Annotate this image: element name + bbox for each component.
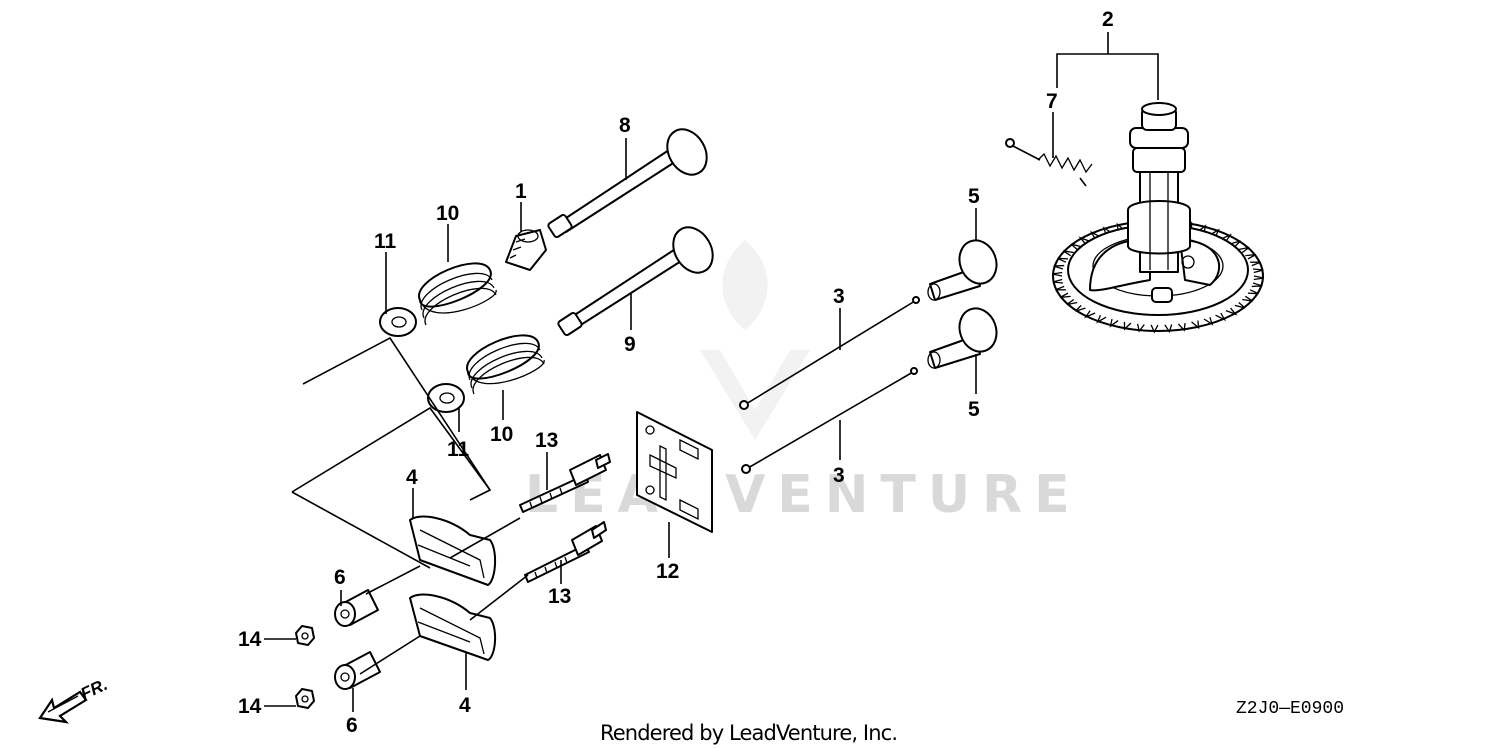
callout-4-lower: 4 [459,694,471,717]
gear-tooth [1083,310,1096,319]
callout-2: 2 [1102,8,1114,31]
gear-tooth [1150,324,1159,334]
push-rod-upper [739,296,920,410]
valve-retainer-lower [427,383,465,413]
gear-tooth [1177,322,1186,332]
callout-3-upper: 3 [833,285,845,308]
gear-tooth [1215,312,1227,322]
gear-tooth [1250,261,1261,267]
valve-lifter-upper [927,239,998,301]
gear-tooth [1055,285,1066,291]
callout-14-upper: 14 [238,628,262,651]
gear-tooth [1220,233,1233,242]
gear-tooth [1109,318,1119,328]
callout-10-lower: 10 [490,423,513,446]
front-arrow-icon: FR. [38,675,111,724]
diagram-code: Z2J0—E0900 [1236,699,1344,719]
credit-text: Rendered by LeadVenture, Inc. [600,721,898,745]
cam-shaft [1127,102,1191,273]
callout-13-lower: 13 [548,585,571,608]
rocker-arm-upper [409,515,496,586]
decompressor-spring [1005,138,1093,187]
watermark-logo [700,240,810,440]
valve-stem-seal [505,229,547,271]
callout-5-lower: 5 [968,398,980,421]
callout-7: 7 [1046,90,1058,113]
pivot-adjusting-nut-lower [295,688,315,709]
rocker-arm-lower [409,593,496,661]
gear-tooth [1089,230,1101,240]
gear-tooth [1251,282,1263,288]
valve-spring-lower [466,334,545,395]
gear-tooth [1191,320,1200,330]
gear-tooth [1234,301,1246,309]
gear-tooth [1059,292,1071,299]
rocker-arm-pivot-lower [334,651,381,690]
gear-tooth [1078,236,1091,245]
gear-tooth [1062,250,1074,257]
camshaft-assembly [1051,102,1265,334]
callout-6-upper: 6 [334,566,346,589]
gear-tooth [1052,278,1064,284]
gear-tooth [1066,298,1078,306]
valve-lifter-lower [927,307,998,369]
gear-tooth [1070,243,1082,251]
gear-tooth [1136,323,1145,333]
callout-4-upper: 4 [406,466,418,489]
gear-tooth [1238,246,1250,254]
rocker-arm-pivot-upper [334,589,379,627]
rocker-arm-stud-upper [519,453,611,513]
exhaust-valve [547,128,708,239]
gear-tooth [1247,289,1259,295]
gear-tooth [1164,324,1173,334]
callout-5-upper: 5 [968,185,980,208]
intake-valve [557,226,714,337]
callout-10-upper: 10 [436,202,459,225]
gear-tooth [1242,295,1254,302]
gear-tooth [1051,271,1063,277]
gear-tooth [1074,304,1086,312]
push-rod-guide-plate [636,411,713,533]
leader-lines [264,32,1159,712]
callout-11-lower: 11 [447,438,470,461]
gear-tooth [1253,275,1265,281]
gear-tooth [1123,321,1132,331]
valve-spring-upper [418,262,497,326]
gear-tooth [1053,264,1065,270]
callout-1: 1 [515,180,527,203]
gear-tooth [1225,307,1238,316]
gear-tooth [1230,240,1242,248]
push-rod-lower [741,367,918,474]
gear-tooth [1096,314,1107,324]
callout-9: 9 [624,333,636,356]
callout-14-lower: 14 [238,695,262,718]
pivot-adjusting-nut-upper [295,625,315,646]
gear-tooth [1245,253,1257,260]
callout-8: 8 [619,114,631,137]
gear-tooth [1203,317,1214,326]
valve-retainer-upper [379,307,417,337]
gear-tooth [1057,257,1069,263]
watermark-text: LEADVENTURE [525,465,1082,525]
callout-3-lower: 3 [833,464,845,487]
callout-12: 12 [656,560,679,583]
callout-11-upper: 11 [374,230,397,253]
callout-6-lower: 6 [346,714,358,737]
callout-13-upper: 13 [535,429,558,452]
rocker-arm-stud-lower [524,521,607,583]
gear-tooth [1252,268,1264,274]
callout-numbers: 2 7 8 1 10 11 5 3 9 5 10 11 13 3 4 12 6 … [238,8,1114,737]
